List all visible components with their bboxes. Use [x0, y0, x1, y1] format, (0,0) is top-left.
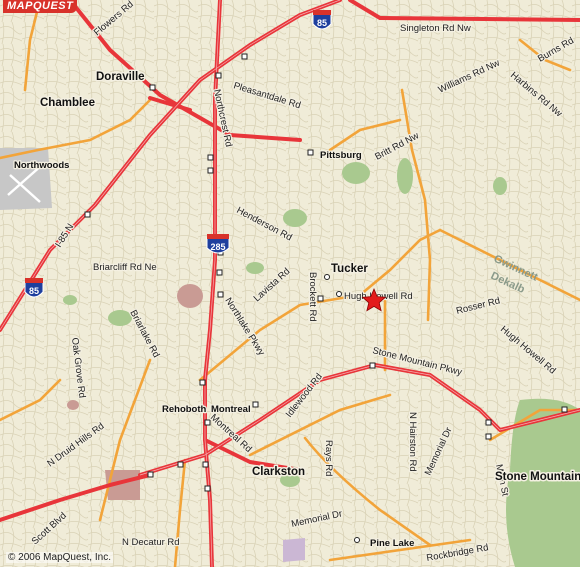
city-label-pittsburg: Pittsburg: [320, 150, 362, 161]
city-label-clarkston: Clarkston: [252, 466, 305, 478]
svg-text:85: 85: [317, 18, 327, 28]
parks: [63, 158, 580, 567]
city-label-pine-lake: Pine Lake: [370, 538, 414, 549]
svg-text:285: 285: [210, 242, 225, 252]
star-icon[interactable]: [361, 287, 387, 312]
road-label-briarcliff: Briarcliff Rd Ne: [93, 262, 157, 273]
copyright-notice: © 2006 MapQuest, Inc.: [6, 552, 113, 563]
town-dots: [324, 274, 360, 543]
city-label-rehoboth: Rehoboth: [162, 404, 207, 415]
road-label-brockett: Brockett Rd: [307, 272, 318, 322]
i285-shield: 285: [206, 234, 230, 254]
svg-text:85: 85: [29, 286, 39, 296]
road-label-n-hairston: N Hairston Rd: [407, 412, 418, 472]
i85-shield-top: 85: [312, 10, 332, 30]
city-label-tucker: Tucker: [331, 263, 368, 275]
road-label-n-decatur: N Decatur Rd: [122, 537, 180, 548]
city-label-stone-mountain: Stone Mountain: [495, 471, 580, 483]
airport-runways: [7, 164, 43, 203]
road-label-singleton: Singleton Rd Nw: [400, 23, 471, 34]
city-label-montreal: Montreal: [211, 404, 251, 415]
city-label-doraville: Doraville: [96, 71, 145, 83]
i85-shield-left: 85: [24, 278, 44, 298]
mapquest-logo: MAPQUEST: [3, 0, 78, 13]
city-label-chamblee: Chamblee: [40, 97, 95, 109]
city-labels: Doraville Chamblee Northwoods Tucker Cla…: [13, 70, 580, 551]
city-label-northwoods: Northwoods: [14, 160, 69, 171]
road-label-rays: Rays Rd: [323, 440, 334, 476]
